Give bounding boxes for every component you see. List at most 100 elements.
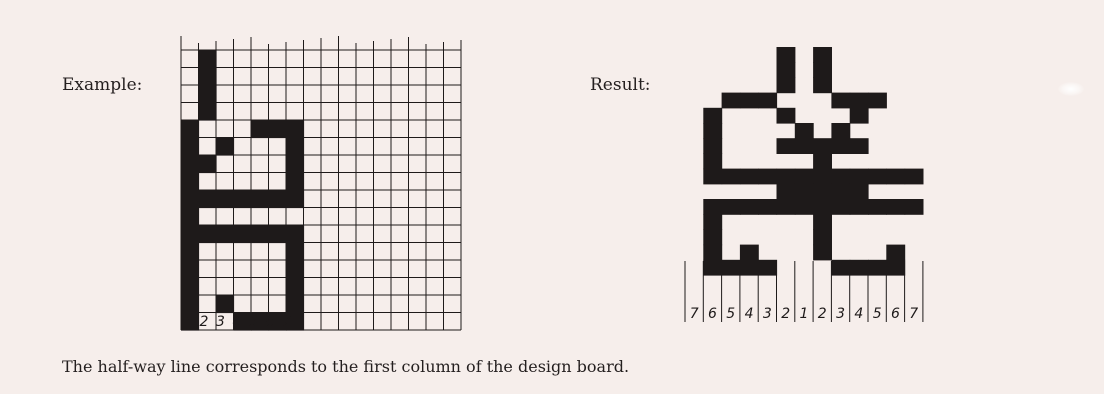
- filled-cell: [703, 153, 722, 169]
- filled-cell: [181, 260, 199, 278]
- filled-cell: [813, 169, 832, 185]
- filled-cell: [286, 120, 304, 138]
- filled-cell: [831, 260, 850, 276]
- filled-cell: [234, 225, 252, 243]
- filled-cell: [795, 138, 814, 154]
- filled-cell: [703, 138, 722, 154]
- filled-cell: [703, 108, 722, 124]
- filled-cell: [703, 199, 722, 215]
- filled-cell: [251, 190, 269, 208]
- filled-cell: [795, 169, 814, 185]
- filled-cell: [181, 155, 199, 173]
- result-grid: [685, 47, 924, 322]
- filled-cell: [777, 77, 796, 93]
- filled-cell: [886, 199, 905, 215]
- column-number: 3: [216, 314, 225, 330]
- filled-cell: [813, 199, 832, 215]
- filled-cell: [831, 184, 850, 200]
- filled-cell: [181, 190, 199, 208]
- filled-cell: [269, 225, 287, 243]
- filled-cell: [813, 138, 832, 154]
- filled-cell: [868, 93, 887, 109]
- filled-cell: [703, 260, 722, 276]
- filled-cell: [269, 120, 287, 138]
- filled-cell: [286, 278, 304, 296]
- filled-cell: [216, 295, 234, 313]
- filled-cell: [722, 93, 741, 109]
- filled-cell: [777, 62, 796, 78]
- filled-cell: [740, 93, 759, 109]
- column-number: 4: [745, 306, 754, 322]
- filled-cell: [251, 225, 269, 243]
- filled-cell: [813, 77, 832, 93]
- filled-cell: [777, 169, 796, 185]
- filled-cell: [758, 260, 777, 276]
- filled-cell: [813, 214, 832, 230]
- filled-cell: [795, 184, 814, 200]
- filled-cell: [181, 120, 199, 138]
- filled-cell: [199, 155, 217, 173]
- filled-cell: [286, 225, 304, 243]
- column-number: 5: [249, 314, 258, 330]
- filled-cell: [286, 260, 304, 278]
- filled-cell: [216, 138, 234, 156]
- column-number: 1: [799, 306, 808, 322]
- filled-cell: [850, 169, 869, 185]
- filled-cell: [850, 93, 869, 109]
- filled-cell: [199, 103, 217, 121]
- filled-cell: [886, 260, 905, 276]
- filled-cell: [199, 68, 217, 86]
- filled-cell: [199, 225, 217, 243]
- filled-cell: [722, 260, 741, 276]
- filled-cell: [777, 108, 796, 124]
- filled-cell: [181, 225, 199, 243]
- column-number: 5: [726, 306, 735, 322]
- filled-cell: [199, 50, 217, 68]
- filled-cell: [850, 138, 869, 154]
- filled-cell: [181, 295, 199, 313]
- filled-cell: [886, 245, 905, 261]
- filled-cell: [286, 295, 304, 313]
- column-number: 6: [708, 306, 717, 322]
- filled-cell: [777, 199, 796, 215]
- filled-cell: [813, 229, 832, 245]
- filled-cell: [286, 138, 304, 156]
- column-number: 5: [873, 306, 882, 322]
- filled-cell: [181, 173, 199, 191]
- filled-cell: [831, 169, 850, 185]
- column-number: 7: [282, 314, 291, 330]
- filled-cell: [905, 199, 924, 215]
- filled-cell: [286, 173, 304, 191]
- filled-cell: [216, 225, 234, 243]
- column-number: 7: [909, 306, 918, 322]
- filled-cell: [868, 169, 887, 185]
- column-number: 6: [266, 314, 275, 330]
- filled-cell: [286, 243, 304, 261]
- filled-cell: [269, 190, 287, 208]
- filled-cell: [181, 243, 199, 261]
- filled-cell: [703, 245, 722, 261]
- filled-cell: [722, 169, 741, 185]
- filled-cell: [758, 93, 777, 109]
- filled-cell: [758, 169, 777, 185]
- filled-cell: [795, 123, 814, 139]
- filled-cell: [722, 199, 741, 215]
- column-number: 2: [781, 306, 790, 322]
- filled-cell: [813, 245, 832, 261]
- filled-cell: [740, 169, 759, 185]
- filled-cell: [777, 47, 796, 63]
- filled-cell: [850, 108, 869, 124]
- filled-cell: [740, 199, 759, 215]
- filled-cell: [813, 153, 832, 169]
- filled-cell: [703, 123, 722, 139]
- filled-cell: [850, 199, 869, 215]
- filled-cell: [286, 155, 304, 173]
- filled-cell: [234, 190, 252, 208]
- column-number: 7: [690, 306, 699, 322]
- filled-cell: [286, 190, 304, 208]
- column-number: 4: [233, 314, 242, 330]
- filled-cell: [181, 138, 199, 156]
- filled-cell: [181, 208, 199, 226]
